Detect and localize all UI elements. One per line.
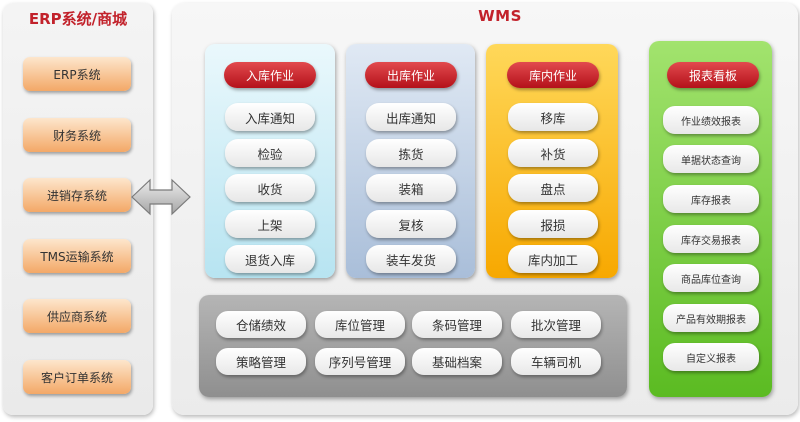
instock-item-damage[interactable]: 报损 xyxy=(508,210,598,238)
mgmt-item-barcode[interactable]: 条码管理 xyxy=(412,311,502,338)
report-item-performance[interactable]: 作业绩效报表 xyxy=(663,106,759,134)
report-header[interactable]: 报表看板 xyxy=(667,62,759,88)
mgmt-item-serial[interactable]: 序列号管理 xyxy=(315,348,405,375)
inbound-item-putaway[interactable]: 上架 xyxy=(225,210,315,238)
erp-item-finance[interactable]: 财务系统 xyxy=(23,118,131,152)
report-item-doc-status[interactable]: 单据状态查询 xyxy=(663,145,759,173)
mgmt-item-vehicle[interactable]: 车辆司机 xyxy=(511,348,601,375)
instock-item-process[interactable]: 库内加工 xyxy=(508,245,598,273)
report-column xyxy=(649,41,772,397)
outbound-item-pack[interactable]: 装箱 xyxy=(366,174,456,202)
instock-item-count[interactable]: 盘点 xyxy=(508,174,598,202)
double-arrow-icon xyxy=(131,178,191,216)
report-item-custom[interactable]: 自定义报表 xyxy=(663,343,759,371)
inbound-item-inspect[interactable]: 检验 xyxy=(225,139,315,167)
instock-item-move[interactable]: 移库 xyxy=(508,103,598,131)
erp-item-psi[interactable]: 进销存系统 xyxy=(23,178,131,212)
mgmt-item-strategy[interactable]: 策略管理 xyxy=(216,348,306,375)
outbound-item-ship[interactable]: 装车发货 xyxy=(366,245,456,273)
erp-item-tms[interactable]: TMS运输系统 xyxy=(23,239,131,273)
wms-title: WMS xyxy=(478,7,522,25)
inbound-header[interactable]: 入库作业 xyxy=(224,62,316,88)
report-item-inventory[interactable]: 库存报表 xyxy=(663,185,759,213)
inbound-item-receive[interactable]: 收货 xyxy=(225,174,315,202)
inbound-item-notice[interactable]: 入库通知 xyxy=(225,103,315,131)
instock-item-replenish[interactable]: 补货 xyxy=(508,139,598,167)
inbound-item-return[interactable]: 退货入库 xyxy=(225,245,315,273)
report-item-transactions[interactable]: 库存交易报表 xyxy=(663,225,759,253)
report-item-expiry[interactable]: 产品有效期报表 xyxy=(663,304,759,332)
mgmt-item-batch[interactable]: 批次管理 xyxy=(511,311,601,338)
mgmt-item-master-data[interactable]: 基础档案 xyxy=(412,348,502,375)
erp-item-erp[interactable]: ERP系统 xyxy=(23,57,131,91)
report-item-location[interactable]: 商品库位查询 xyxy=(663,264,759,292)
mgmt-item-location[interactable]: 库位管理 xyxy=(315,311,405,338)
outbound-header[interactable]: 出库作业 xyxy=(365,62,457,88)
erp-item-supplier[interactable]: 供应商系统 xyxy=(23,299,131,333)
erp-title: ERP系统/商城 xyxy=(28,10,128,28)
outbound-item-review[interactable]: 复核 xyxy=(366,210,456,238)
outbound-item-pick[interactable]: 拣货 xyxy=(366,139,456,167)
instock-header[interactable]: 库内作业 xyxy=(507,62,599,88)
outbound-item-notice[interactable]: 出库通知 xyxy=(366,103,456,131)
erp-item-customer-order[interactable]: 客户订单系统 xyxy=(23,360,131,394)
mgmt-item-performance[interactable]: 仓储绩效 xyxy=(216,311,306,338)
